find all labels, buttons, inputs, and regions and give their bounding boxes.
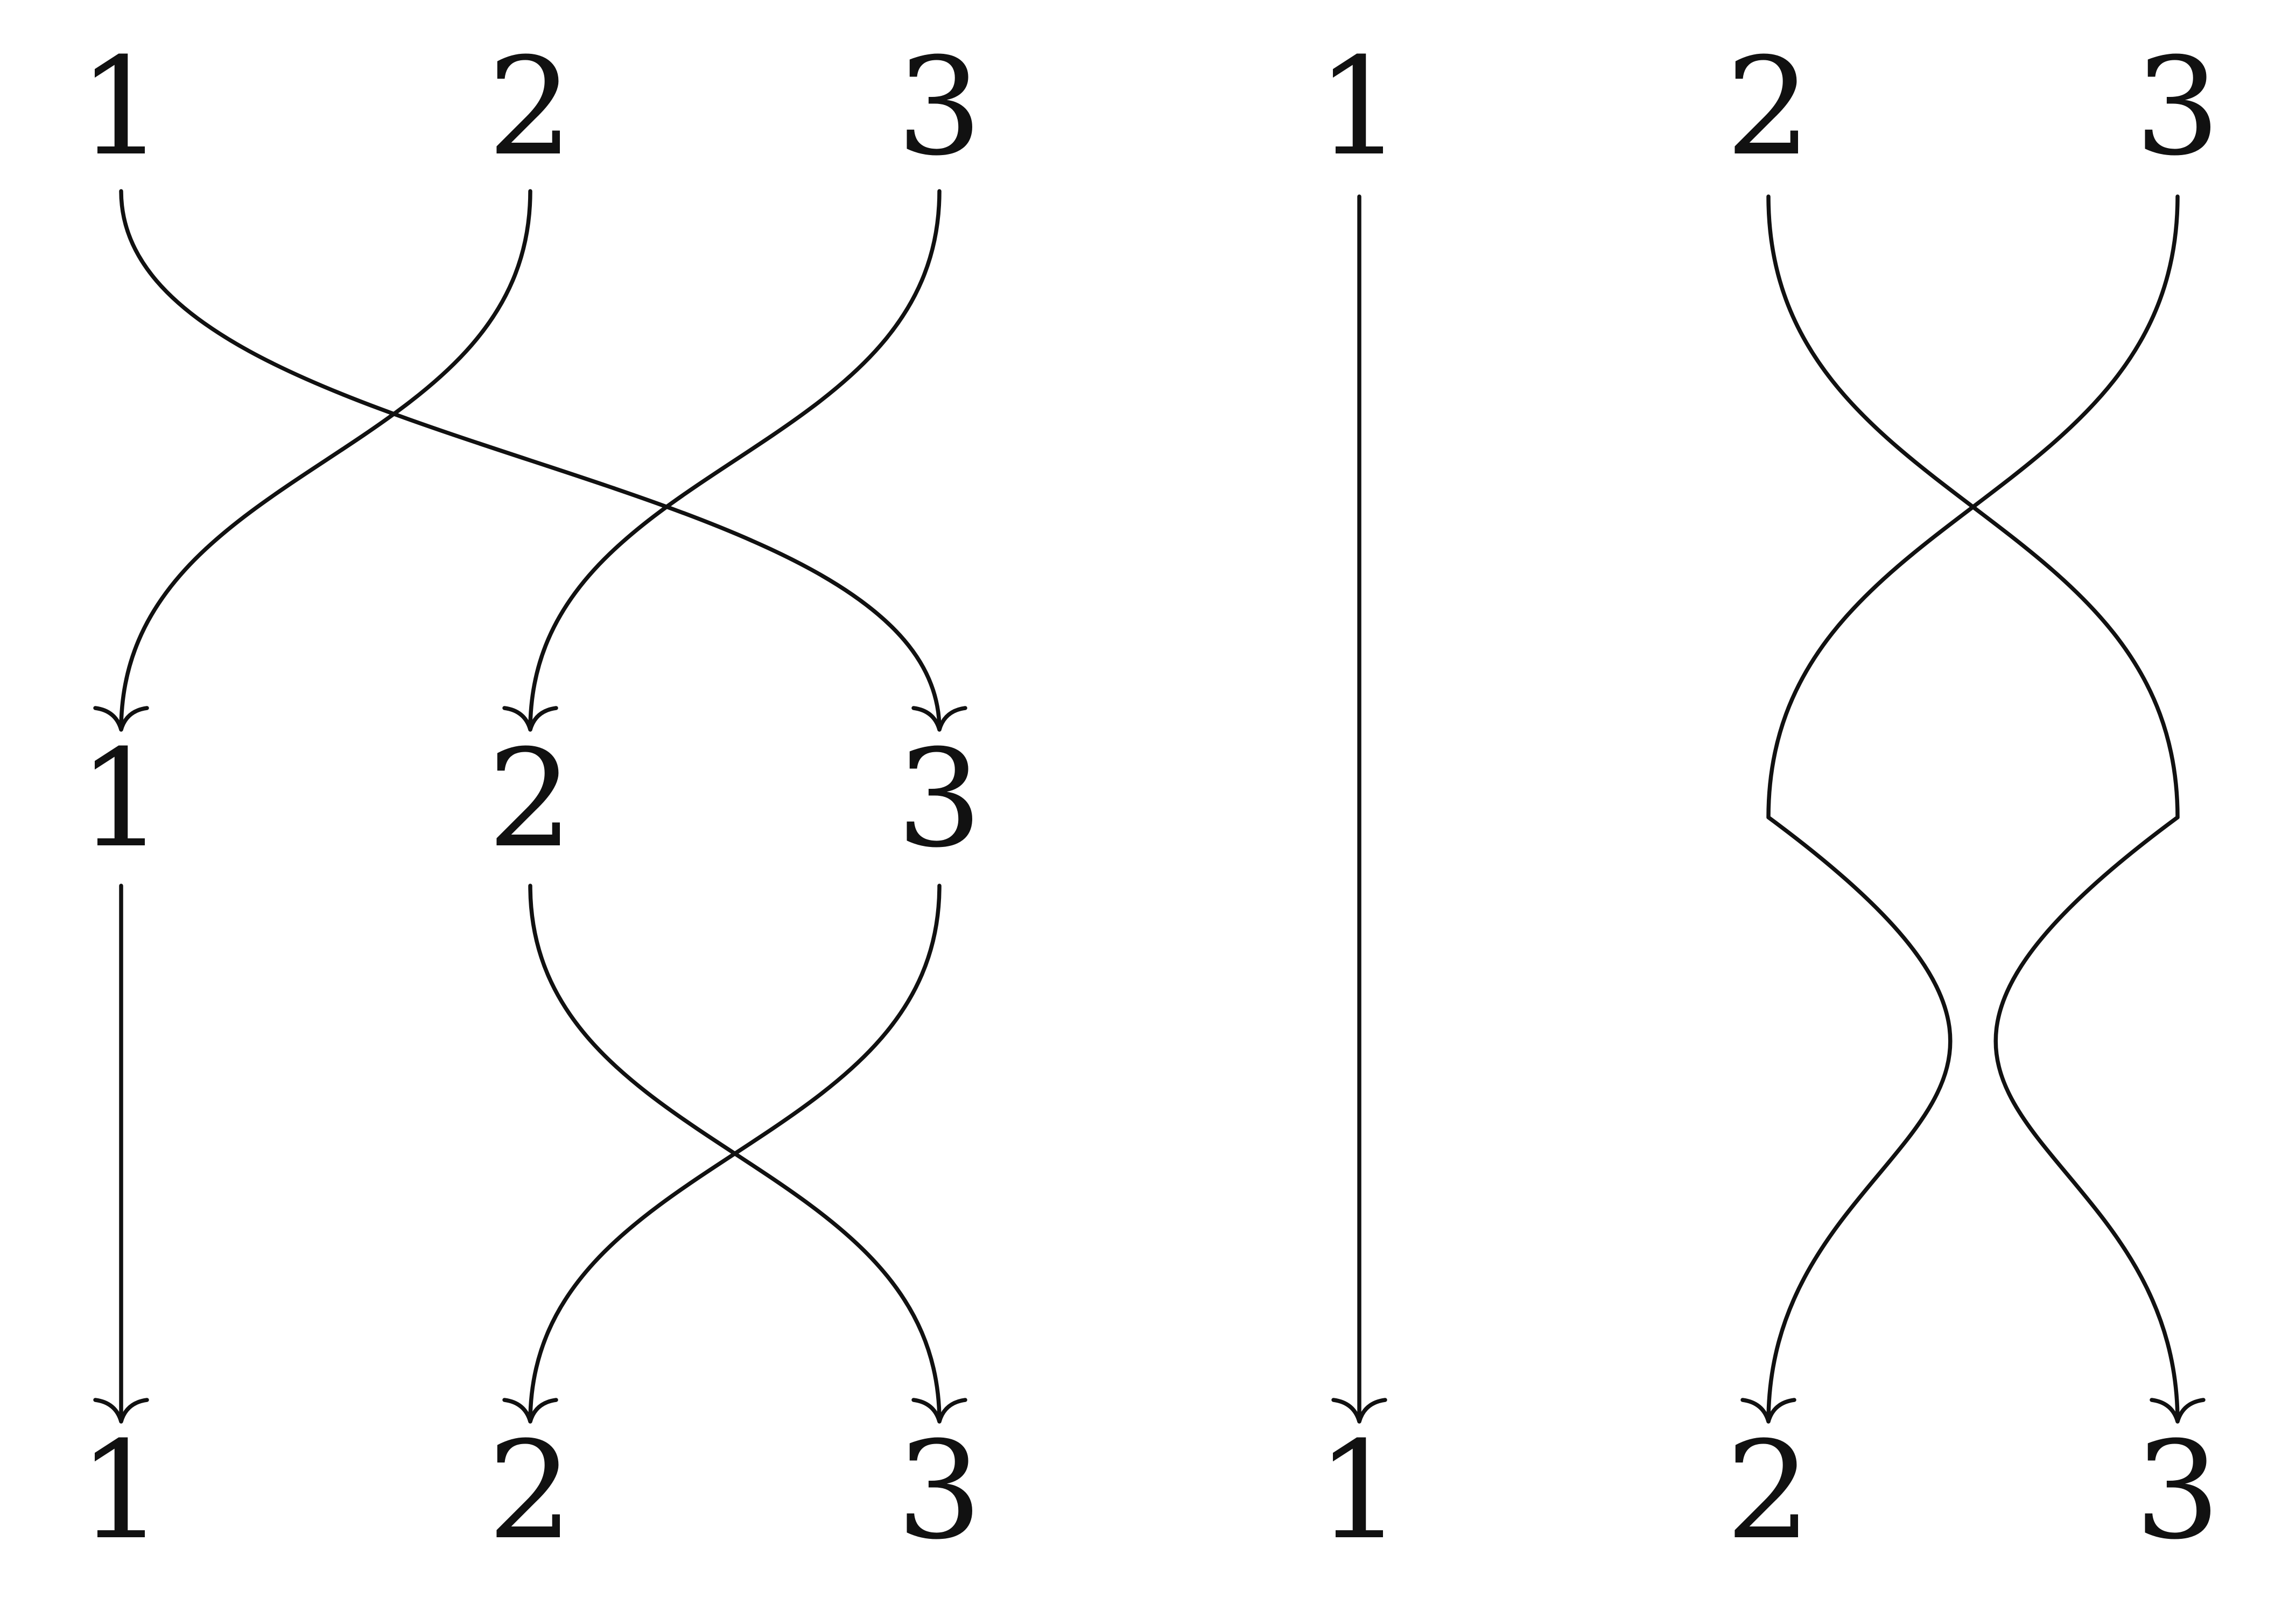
node-label: 3 <box>896 29 982 185</box>
node-label: 2 <box>1725 29 1811 185</box>
arrowhead <box>93 1398 149 1424</box>
node-label: 2 <box>487 29 573 185</box>
node-label: 2 <box>1725 1412 1811 1569</box>
node-label: 3 <box>896 720 982 877</box>
braid-strand <box>1766 194 2180 1424</box>
node-label: 1 <box>78 29 164 185</box>
arrowhead <box>502 1398 558 1424</box>
node-label: 2 <box>487 1412 573 1569</box>
braid-strand <box>528 189 942 732</box>
node-label: 1 <box>78 1412 164 1569</box>
left-braid-diagram: 1 2 3 1 2 3 1 2 3 <box>78 29 982 1569</box>
arrowhead <box>911 706 967 732</box>
arrowhead <box>502 706 558 732</box>
arrowhead <box>911 1398 967 1424</box>
arrowhead <box>1740 1398 1796 1424</box>
node-label: 3 <box>2134 1412 2220 1569</box>
node-label: 3 <box>896 1412 982 1569</box>
node-label: 1 <box>1316 29 1402 185</box>
right-braid-diagram: 1 2 3 1 2 3 <box>1316 29 2220 1569</box>
arrowhead <box>1331 1398 1387 1424</box>
node-label: 1 <box>78 720 164 877</box>
node-label: 2 <box>487 720 573 877</box>
braid-strand <box>119 189 532 732</box>
braid-strand <box>1766 194 2180 1424</box>
braid-strand <box>528 884 942 1424</box>
braid-strand <box>119 189 942 732</box>
arrowhead <box>2150 1398 2206 1424</box>
arrowhead <box>93 706 149 732</box>
node-label: 1 <box>1316 1412 1402 1569</box>
node-label: 3 <box>2134 29 2220 185</box>
